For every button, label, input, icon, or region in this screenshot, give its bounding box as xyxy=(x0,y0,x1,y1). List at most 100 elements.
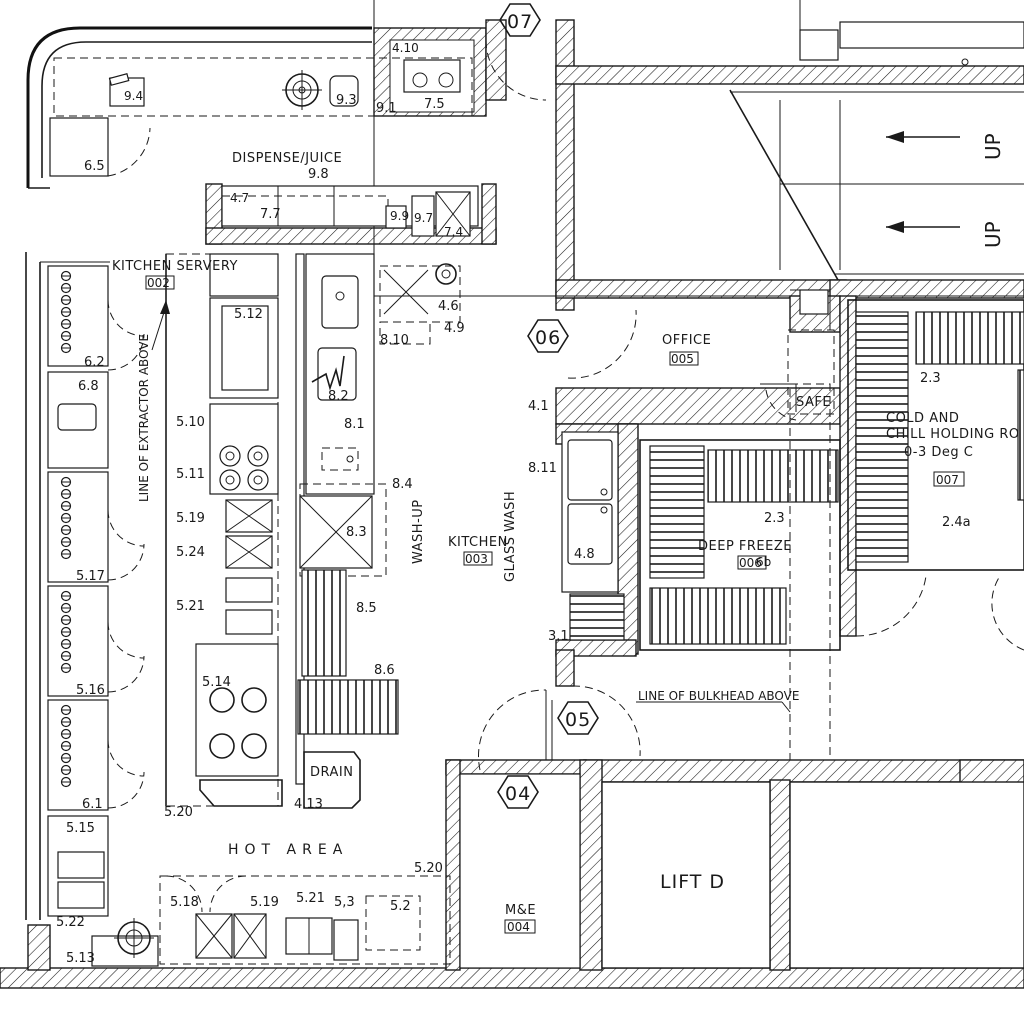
note-bulkhead: LINE OF BULKHEAD ABOVE xyxy=(638,689,799,703)
walls xyxy=(0,19,1024,989)
deep-freeze-room xyxy=(639,439,841,651)
equip-2-3-b: 2.3 xyxy=(764,511,785,526)
equip-5-17: 5.17 xyxy=(76,569,105,584)
room-name-lift: LIFT D xyxy=(660,871,725,893)
room-code-kitchen-servery: 002 xyxy=(147,276,170,290)
equip-8-5: 8.5 xyxy=(356,601,377,616)
burner xyxy=(247,445,269,467)
equip-9-7: 9.7 xyxy=(414,211,433,225)
top-counter xyxy=(49,57,473,177)
equip-4-1: 4.1 xyxy=(528,399,549,414)
note-extractor: LINE OF EXTRACTOR ABOVE xyxy=(137,334,151,502)
equip-5-2: 5.2 xyxy=(390,899,411,914)
wash-up-bench xyxy=(295,253,461,809)
equip-5-10: 5.10 xyxy=(176,415,205,430)
area-hot-area: HOT AREA xyxy=(228,842,348,858)
left-wall-equipment xyxy=(25,252,145,920)
door-tags: 07 06 05 04 xyxy=(497,3,599,809)
burner xyxy=(219,445,241,467)
equip-7-4: 7.4 xyxy=(444,225,463,239)
equip-4-9: 4.9 xyxy=(444,321,465,336)
equip-8-1: 8.1 xyxy=(344,417,365,432)
equip-8-4: 8.4 xyxy=(392,477,413,492)
equip-5-13: 5.13 xyxy=(66,951,95,966)
equip-8-11: 8.11 xyxy=(528,461,557,476)
equip-4-10: 4.10 xyxy=(392,41,419,55)
equip-2-3: 2.3 xyxy=(920,371,941,386)
office-area xyxy=(567,289,835,761)
burner xyxy=(247,469,269,491)
equip-4-6: 4.6 xyxy=(438,299,459,314)
hot-area-bench xyxy=(91,875,451,967)
stair-up-label-2: UP xyxy=(981,221,1005,248)
area-labels: DISPENSE/JUICE HOT AREA WASH-UP GLASS WA… xyxy=(137,151,831,858)
equip-9-3: 9.3 xyxy=(336,93,357,108)
equip-3-1: 3.1 xyxy=(548,629,569,644)
equip-5-18: 5.18 xyxy=(170,895,199,910)
lift-room xyxy=(459,773,1024,969)
room-labels: KITCHEN SERVERY 002 KITCHEN 003 OFFICE 0… xyxy=(112,259,1020,934)
door-tag-07: 07 xyxy=(507,11,533,33)
equip-5-20-b: 5.20 xyxy=(414,861,443,876)
equip-6-8: 6.8 xyxy=(78,379,99,394)
equip-8-10: 8.10 xyxy=(380,333,409,348)
cold-chill-room xyxy=(847,299,1024,651)
equip-6-2: 6.2 xyxy=(84,355,105,370)
equipment-numbers: 4.10 9.4 9.3 9.1 7.5 6.5 9.8 4.7 7.7 9.9… xyxy=(56,41,971,966)
room-name-deep-freeze: DEEP FREEZE xyxy=(698,539,792,554)
area-wash-up: WASH-UP xyxy=(411,499,426,564)
room-name-cold-line2: CHILL HOLDING RO xyxy=(886,427,1020,442)
equip-7-5: 7.5 xyxy=(424,97,445,112)
equip-5-19-b: 5.19 xyxy=(250,895,279,910)
stairs: UP UP xyxy=(729,21,1024,281)
dispense-juice-counter xyxy=(221,185,479,237)
room-code-office: 005 xyxy=(671,352,694,366)
equip-5-22: 5.22 xyxy=(56,915,85,930)
equip-5-14: 5.14 xyxy=(202,675,231,690)
equip-4-8: 4.8 xyxy=(574,547,595,562)
equip-5-24: 5.24 xyxy=(176,545,205,560)
glass-wash-bench xyxy=(561,431,625,641)
room-code-kitchen: 003 xyxy=(465,552,488,566)
equip-5-20: 5.20 xyxy=(164,805,193,820)
equip-5-19: 5.19 xyxy=(176,511,205,526)
door-tag-05: 05 xyxy=(565,709,591,731)
burner xyxy=(219,469,241,491)
room-name-cold-line3: 0-3 Deg C xyxy=(904,445,973,460)
equip-9-8: 9.8 xyxy=(308,167,329,182)
equip-5-3: 5,3 xyxy=(334,895,355,910)
room-name-mande: M&E xyxy=(505,903,536,918)
equip-5-21: 5.21 xyxy=(176,599,205,614)
area-drain: DRAIN xyxy=(310,765,353,780)
area-safe: SAFE xyxy=(796,395,831,410)
equip-5-12: 5.12 xyxy=(234,307,263,322)
area-glass-wash: GLASS WASH xyxy=(503,491,518,582)
equip-6-1: 6.1 xyxy=(82,797,103,812)
room-code-mande: 004 xyxy=(507,920,530,934)
equip-4-7: 4.7 xyxy=(230,191,249,205)
stair-up-label-1: UP xyxy=(981,133,1005,160)
equip-4-13: 4.13 xyxy=(294,797,323,812)
equip-9-9: 9.9 xyxy=(390,209,409,223)
equip-8-2: 8.2 xyxy=(328,389,349,404)
equip-6-5: 6.5 xyxy=(84,159,105,174)
equip-9-4: 9.4 xyxy=(124,89,143,103)
equip-5-15: 5.15 xyxy=(66,821,95,836)
equip-7-7: 7.7 xyxy=(260,207,281,222)
equip-9-1: 9.1 xyxy=(376,101,397,116)
equip-5-11: 5.11 xyxy=(176,467,205,482)
room-name-kitchen-servery: KITCHEN SERVERY xyxy=(112,259,238,274)
door-tag-04: 04 xyxy=(505,783,531,805)
equip-8-3: 8.3 xyxy=(346,525,367,540)
door-tag-06: 06 xyxy=(535,327,561,349)
equip-6b: 6b xyxy=(756,555,771,569)
room-code-cold: 007 xyxy=(936,473,959,487)
equip-2-4a: 2.4a xyxy=(942,515,971,530)
room-name-kitchen: KITCHEN xyxy=(448,535,508,550)
hot-line xyxy=(151,253,283,807)
area-dispense-juice: DISPENSE/JUICE xyxy=(232,151,342,166)
equip-5-21-b: 5.21 xyxy=(296,891,325,906)
room-code-deep-freeze: 006 xyxy=(739,556,762,570)
